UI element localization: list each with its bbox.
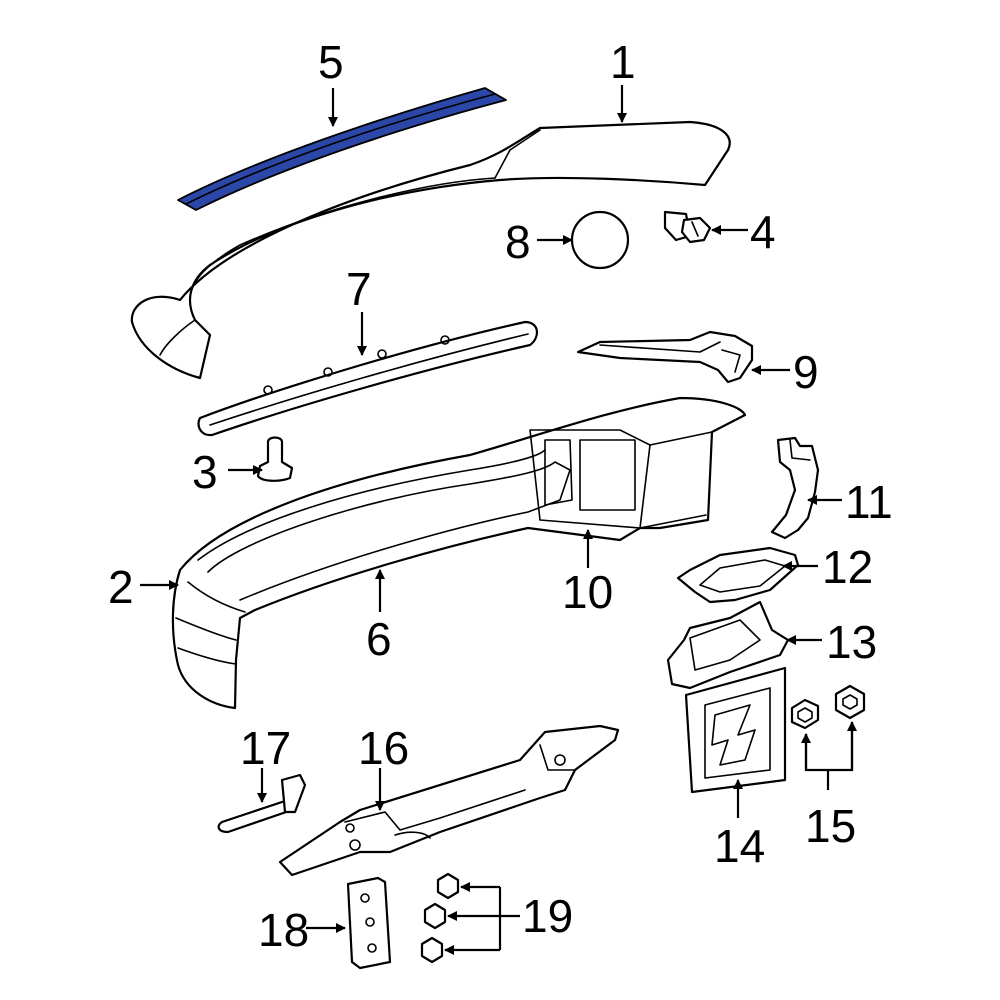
- part-14-support-bracket: [684, 666, 787, 794]
- callout-8: 8: [505, 216, 531, 268]
- part-11-bracket: [770, 436, 820, 540]
- part-15-nuts: [790, 684, 866, 730]
- part-3-clip: [256, 436, 294, 482]
- callout-7: 7: [346, 263, 372, 315]
- part-9-bracket: [576, 330, 754, 384]
- callout-12: 12: [822, 541, 873, 593]
- callout-19: 19: [522, 890, 573, 942]
- part-1-bumper-step-pad: [130, 120, 731, 380]
- part-4-bolt: [663, 210, 712, 244]
- callout-11: 11: [845, 476, 893, 528]
- callout-3: 3: [192, 446, 218, 498]
- callout-15: 15: [805, 800, 856, 852]
- callout-16: 16: [358, 722, 409, 774]
- callout-arrows: [140, 85, 857, 955]
- callout-5: 5: [318, 36, 344, 88]
- part-18-plate: [346, 876, 392, 970]
- part-19-nuts: [420, 872, 460, 964]
- part-17-bolt: [217, 773, 307, 834]
- callout-18: 18: [258, 904, 309, 956]
- callout-17: 17: [240, 722, 291, 774]
- callout-4: 4: [750, 206, 776, 258]
- callout-9: 9: [793, 346, 819, 398]
- callout-6: 6: [366, 613, 392, 665]
- callout-2: 2: [108, 561, 134, 613]
- part-13-bracket: [666, 600, 790, 690]
- part-8-plug: [570, 210, 630, 270]
- part-5-step-pad-highlighted: [177, 87, 507, 211]
- part-7-pad-retainer: [197, 320, 538, 437]
- callout-13: 13: [826, 616, 877, 668]
- callout-labels: 1 5 4 8 7 9 3 11 10 2 6 12 13 14 15 16 1…: [108, 36, 893, 956]
- callout-1: 1: [610, 36, 636, 88]
- callout-14: 14: [714, 820, 765, 872]
- part-16-bumper-bracket: [278, 724, 620, 877]
- part-12-bracket: [676, 546, 800, 604]
- part-2-bumper-face-bar: [171, 396, 747, 710]
- callout-10: 10: [562, 566, 613, 618]
